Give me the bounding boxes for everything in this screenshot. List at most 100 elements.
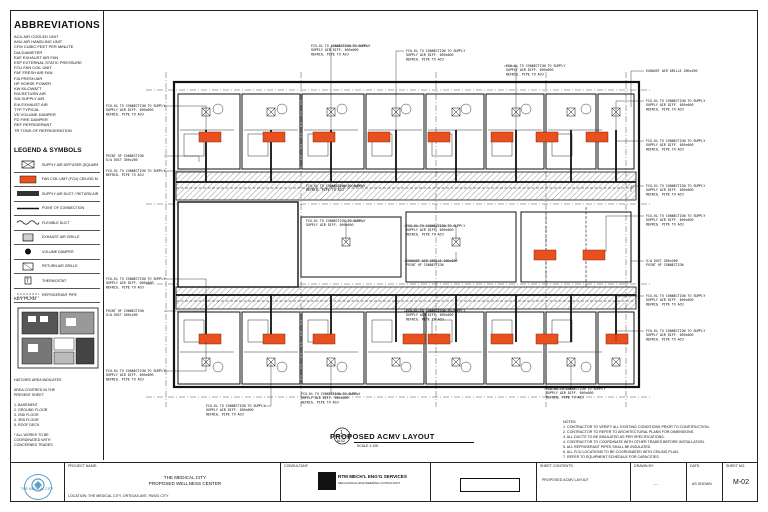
left-note-line: PRESENT SHEET	[14, 393, 44, 397]
supply-diffuser-icon	[266, 107, 276, 117]
annotation-label: REFRIG. PIPE TO ACU	[406, 57, 444, 61]
consultant-logo-icon	[318, 472, 336, 490]
room-fixture	[520, 103, 532, 115]
room-fixture	[551, 319, 573, 343]
fcu-symbol-icon	[14, 174, 42, 185]
sheet-number: M-02	[733, 479, 749, 486]
leader-line	[164, 310, 207, 332]
abbreviation-item: HP HORSE POWER	[14, 80, 52, 86]
annotation-label: FCU-01 TO CONNECTION TO SUPPLY	[306, 219, 365, 223]
project-name-2: PROPOSED WELLNESS CENTER	[148, 481, 222, 486]
annotation-label: SUPPLY AIR DIFF. 600x600	[106, 108, 154, 112]
supply-diffuser-icon	[451, 357, 461, 367]
left-note-line: COORDINATED WITH	[14, 438, 51, 442]
left-note-line: 1. BASEMENT	[14, 403, 38, 407]
annotation-label: SUPPLY AIR DIFF. 600x600	[301, 396, 349, 400]
annotation-label: REFRIG. PIPE TO ACU	[301, 400, 339, 404]
annotation-label: FCU-01 TO CONNECTION TO SUPPLY	[311, 44, 370, 48]
annotation-label: REFRIG. PIPE TO ACU	[311, 52, 349, 56]
annotation-label: SUPPLY AIR DIFF. 600x600	[406, 53, 454, 57]
leader-line	[404, 225, 457, 242]
diffuser-symbol-icon	[14, 159, 42, 170]
sheet-contents: PROPOSED ACMV LAYOUT	[542, 478, 589, 482]
note-item: 5. ALL REFRIGERANT PIPES SHALL BE INSULA…	[563, 445, 652, 449]
annotation-label: FCU-01 TO CONNECTION TO SUPPLY	[301, 392, 360, 396]
annotation-label: REFRIG. PIPE TO ACU	[306, 188, 344, 192]
annotation-label: SUPPLY AIR DIFF. 600x600	[646, 143, 694, 147]
leader-line	[630, 260, 644, 272]
legend-label: EXHAUST AIR GRILLE	[42, 235, 80, 240]
annotation-label: REFRIG. PIPE TO ACU	[406, 317, 444, 321]
legend-label: THERMOSTAT	[42, 278, 67, 283]
general-notes: NOTES:1. CONTRACTOR TO VERIFY ALL EXISTI…	[563, 420, 753, 460]
annotation-label: REFRIG. PIPE TO ACU	[646, 147, 684, 151]
tb-divider	[430, 462, 432, 502]
leader-line	[330, 362, 359, 395]
annotation-label: REFRIG. PIPE TO ACU	[646, 192, 684, 196]
note-item: 1. CONTRACTOR TO VERIFY ALL EXISTING CON…	[563, 425, 710, 429]
callout-sheet: M-02	[337, 439, 345, 443]
annotation-label: SUPPLY AIR DIFF. 600x600	[506, 68, 554, 72]
left-note-line: 4. 3RD FLOOR	[14, 418, 39, 422]
annotation-label: SUPPLY AIR DIFF. 600x600	[106, 373, 154, 377]
room-fixture	[276, 361, 288, 373]
annotation-label: FCU-01 TO CONNECTION TO SUPPLY	[106, 169, 165, 173]
drawn-by-value: ---	[654, 482, 658, 486]
note-item: 6. ALL FCU LOCATIONS TO BE COORDINATED W…	[563, 450, 679, 454]
room-fixture	[212, 103, 224, 115]
note-item: 4. CONTRACTOR TO COORDINATE WITH OTHER T…	[563, 440, 705, 444]
notes-title: NOTES:	[563, 420, 577, 424]
annotation-label: POINT OF CONNECTION	[106, 309, 144, 313]
room-fixture	[460, 103, 472, 115]
plan-scale: SCALE 1:100	[357, 444, 379, 448]
thermostat-symbol-icon: T	[14, 275, 42, 286]
legend-label: FLEXIBLE DUCT	[42, 220, 70, 225]
legend-row: SUPPLY AIR DIFFUSER (SQUARE)	[14, 158, 100, 173]
room-fixture	[183, 319, 205, 343]
date-label: DATE:	[690, 464, 701, 468]
room-fixture	[212, 361, 224, 373]
annotation-label: REFRIG. PIPE TO ACU	[106, 377, 144, 381]
annotation-label: SUPPLY AIR DIFF. 600x600	[646, 218, 694, 222]
leader-line	[615, 100, 644, 132]
left-note-line: 2. GROUND FLOOR	[14, 408, 48, 412]
leader-line	[615, 295, 644, 302]
tb-divider	[64, 462, 66, 502]
title-block	[10, 462, 758, 502]
consultant-label: CONSULTANT:	[284, 464, 309, 468]
sheet-no-label: SHEET NO.	[726, 464, 746, 468]
left-note-line: 3. 2ND FLOOR	[14, 413, 39, 417]
legend-row: FLEXIBLE DUCT	[14, 216, 100, 231]
leader-line	[404, 310, 457, 332]
room-fixture	[580, 103, 592, 115]
left-info-column	[10, 10, 104, 460]
abbreviation-item: FD FIRE DAMPER	[14, 117, 48, 123]
plan-title-underline	[354, 442, 474, 443]
leader-line	[164, 105, 207, 132]
room-fixture	[580, 361, 592, 373]
annotation-label: REFRIG. PIPE TO ACU	[646, 107, 684, 111]
annotation-label: SUPPLY AIR DIFF. 600x600	[206, 408, 254, 412]
svg-text:T: T	[26, 279, 29, 285]
annotation-label: FCU-01 TO CONNECTION TO SUPPLY	[646, 214, 705, 218]
annotation-label: FCU-01 TO CONNECTION TO SUPPLY	[406, 224, 465, 228]
annotation-label: REFRIG. PIPE TO ACU	[546, 395, 584, 399]
room-fixture	[247, 319, 269, 343]
annotation-label: SUPPLY AIR DIFF. 600x600	[646, 188, 694, 192]
annotation-label: REFRIG. PIPE TO ACU	[406, 232, 444, 236]
abbreviation-item: S/A SUPPLY AIR	[14, 96, 45, 102]
legend-label: VOLUME DAMPER	[42, 249, 74, 254]
annotation-label: SUPPLY AIR DIFF. 600x600	[646, 103, 694, 107]
keyplan-title: KEY PLAN	[14, 296, 36, 301]
leader-line	[404, 252, 457, 262]
client-logo-icon	[24, 474, 52, 500]
annotation-label: REFRIG. PIPE TO ACU	[106, 173, 144, 177]
room-fixture	[460, 361, 472, 373]
abbreviation-item: REF REFRIGERANT	[14, 122, 52, 128]
abbreviation-item: FCU FAN COIL UNIT	[14, 65, 52, 71]
abbreviation-item: R/A RETURN AIR	[14, 91, 46, 97]
leader-line	[630, 70, 644, 107]
project-name-1: THE MEDICAL CITY	[163, 475, 207, 480]
legend-row: EXHAUST AIR GRILLE	[14, 231, 100, 245]
